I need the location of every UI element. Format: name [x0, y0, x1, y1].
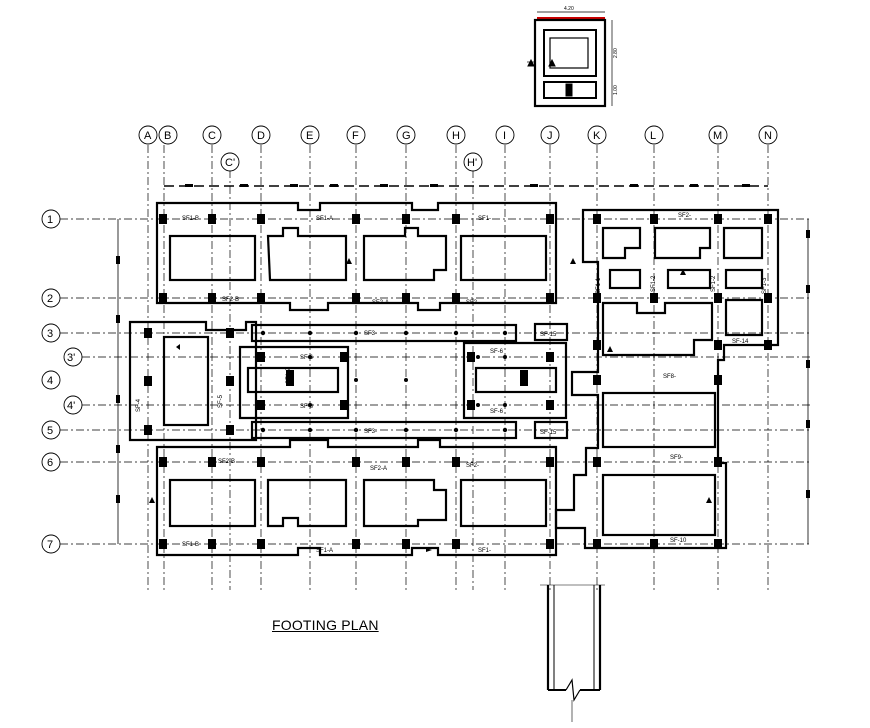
axis-label-e: E	[306, 130, 313, 142]
axis-label-3-prime: 3'	[67, 352, 75, 364]
tag-sf6-d: SF-6	[490, 409, 504, 415]
tag-sf1-2-a: SF1-2	[651, 275, 657, 292]
axis-label-c-prime: C'	[225, 157, 235, 169]
column-blocks	[144, 214, 772, 549]
tag-sf8: SF8-	[663, 374, 676, 380]
dimension-ticks	[116, 184, 810, 503]
axis-label-1: 1	[47, 214, 53, 226]
tag-sf2-b-top: SF2-B	[222, 297, 239, 303]
tag-sf1-bottom: SF1-	[478, 548, 491, 554]
tag-sf2-b-bottom: SF2-B	[218, 459, 235, 465]
tag-sf6-a: SF-6	[300, 355, 314, 361]
axis-label-k: K	[593, 130, 601, 142]
tag-sf2-a-bottom: SF2-A	[370, 466, 387, 472]
axis-label-g: G	[402, 130, 411, 142]
column-axis-labels: A B C D E F G H I J K L M N C' H'	[144, 130, 772, 169]
axis-label-4: 4	[47, 375, 53, 387]
tag-sf9: SF9-	[670, 455, 683, 461]
tag-sf1-2-c: SF1-2	[286, 367, 292, 384]
section-markers	[149, 258, 712, 552]
page-title: FOOTING PLAN	[272, 617, 379, 633]
vertical-grid-lines	[147, 145, 769, 590]
column-axis-bubbles	[138, 125, 778, 172]
tag-sf2-bottom: SF2-	[466, 463, 479, 469]
footing-outlines	[128, 201, 780, 557]
axis-label-c: C	[208, 130, 216, 142]
axis-label-4-prime: 4'	[67, 400, 75, 412]
tag-sf1-top: SF1-	[478, 216, 491, 222]
row-axis-bubbles	[41, 209, 83, 554]
tag-sf15-row5: SF-15	[540, 430, 557, 436]
dimension-lines	[117, 185, 809, 544]
tag-sf10: SF-10	[670, 538, 687, 544]
axis-label-5: 5	[47, 425, 53, 437]
axis-label-a: A	[144, 130, 152, 142]
axis-label-7: 7	[47, 539, 53, 551]
axis-label-i: I	[503, 130, 506, 142]
axis-label-h: H	[452, 130, 460, 142]
tag-sf1-a-top: SF1-A	[316, 216, 333, 222]
tag-sf2-top: SF2-	[466, 300, 479, 306]
axis-label-h-prime: H'	[467, 157, 477, 169]
strip-pins	[260, 330, 508, 433]
tag-sf2-a-top: SF2-A	[372, 300, 389, 306]
footing-detail	[527, 11, 613, 108]
footing-tags: SF1-B SF1-A SF1- SF2-B SF2-A SF2- SF3- S…	[136, 213, 768, 554]
axis-label-m: M	[713, 130, 722, 142]
detail-width-dim: 4.20	[564, 6, 574, 12]
tag-sf1-1: SF1-1	[596, 277, 602, 294]
tag-sf1-b-top: SF1-B	[182, 216, 199, 222]
wall-section-detail	[540, 584, 605, 722]
tag-sf14: SF-14	[732, 339, 749, 345]
tag-sf1-2-b: SF1-2	[711, 275, 717, 292]
tag-sf6-b: SF-6	[300, 404, 314, 410]
detail-height-dim-2: 1.00	[613, 85, 619, 95]
tag-sf1-a-bottom: SF1-A	[316, 548, 333, 554]
tag-sf1-b-bottom: SF1-B	[182, 542, 199, 548]
tag-sf1-3: SF1-3	[762, 277, 768, 294]
axis-label-l: L	[650, 130, 656, 142]
axis-label-d: D	[257, 130, 265, 142]
row-axis-labels: 1 2 3 3' 4 4' 5 6 7	[47, 214, 75, 551]
tag-sf15-row3: SF-15	[540, 332, 557, 338]
tag-sf5: SF-5	[218, 394, 224, 408]
axis-label-n: N	[764, 130, 772, 142]
tag-sf2-right: SF2-	[678, 213, 691, 219]
detail-height-dim-1: 2.80	[613, 48, 619, 58]
axis-label-b: B	[164, 130, 171, 142]
axis-label-f: F	[352, 130, 359, 142]
axis-label-3: 3	[47, 328, 53, 340]
axis-label-6: 6	[47, 457, 53, 469]
tag-sf3-row5: SF3-	[364, 429, 377, 435]
tag-sf3-row3: SF3-	[364, 331, 377, 337]
tag-sf4: SF-4	[136, 398, 142, 412]
axis-label-2: 2	[47, 293, 53, 305]
horizontal-grid-lines	[60, 218, 810, 545]
tag-sf6-c: SF-6	[490, 349, 504, 355]
axis-label-j: J	[547, 130, 553, 142]
